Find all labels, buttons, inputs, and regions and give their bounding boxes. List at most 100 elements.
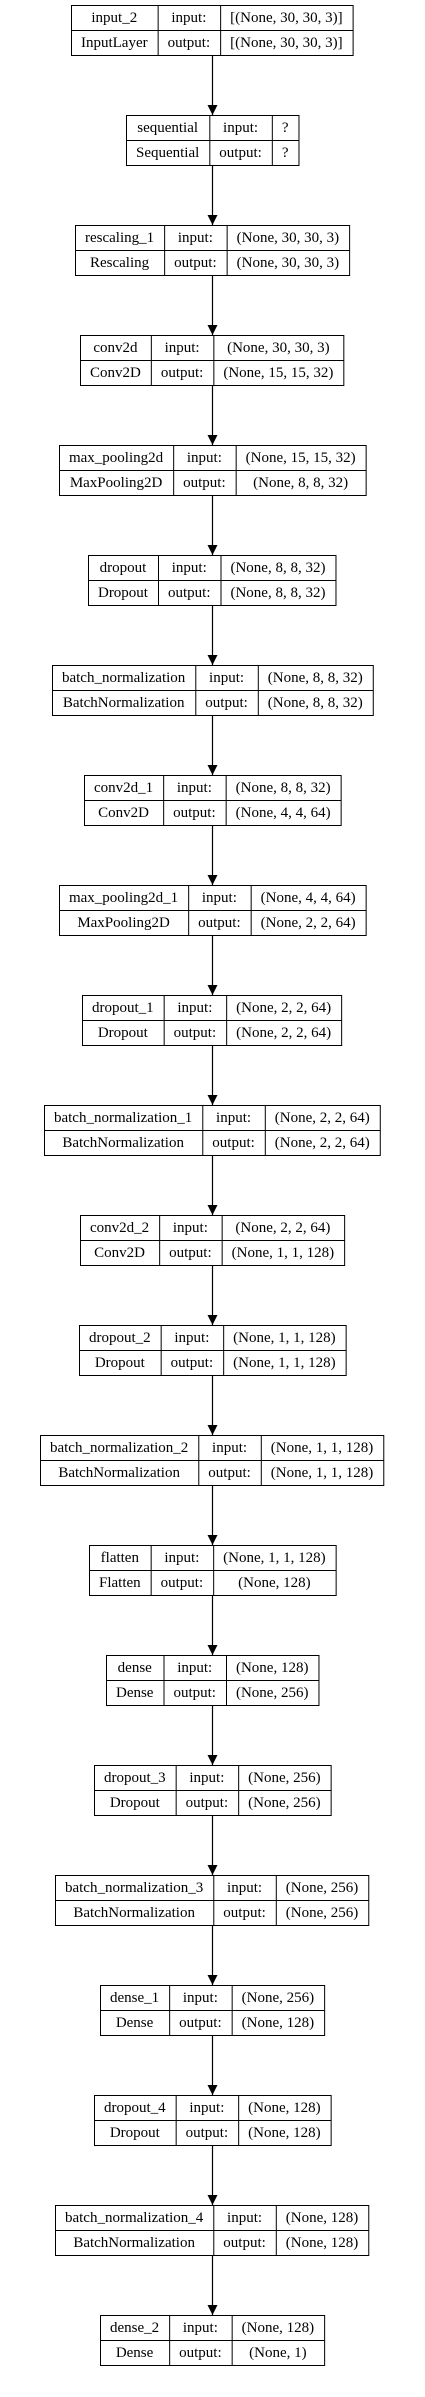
layer-name: batch_normalization_2 — [50, 1440, 188, 1456]
output-shape: (None, 1) — [249, 2345, 306, 2361]
input-label: input: — [164, 1550, 199, 1566]
input-shape: (None, 30, 30, 3) — [237, 230, 339, 246]
layer-node-batch_normalization_2: batch_normalization_2BatchNormalizationi… — [40, 1435, 385, 1486]
layer-node-rescaling_1: rescaling_1Rescalinginput:output:(None, … — [75, 225, 351, 276]
input-shape: ? — [282, 120, 289, 136]
output-label: output: — [186, 1795, 229, 1811]
layer-name: rescaling_1 — [85, 230, 154, 246]
input-shape: (None, 8, 8, 32) — [236, 780, 331, 796]
output-shape: (None, 2, 2, 64) — [236, 1025, 331, 1041]
output-shape: ? — [282, 145, 289, 161]
output-shape: (None, 256) — [286, 1905, 358, 1921]
layer-name: dense — [118, 1660, 152, 1676]
input-shape: [(None, 30, 30, 3)] — [230, 10, 342, 26]
layer-name: conv2d_1 — [94, 780, 153, 796]
input-shape: (None, 256) — [248, 1770, 320, 1786]
layer-name: batch_normalization_1 — [54, 1110, 192, 1126]
layer-name: conv2d — [93, 340, 138, 356]
input-label: input: — [227, 1880, 262, 1896]
layer-name: dropout_2 — [89, 1330, 151, 1346]
layer-name: batch_normalization — [62, 670, 186, 686]
layer-name: dense_2 — [110, 2320, 159, 2336]
layer-type: Conv2D — [98, 805, 149, 821]
input-shape: (None, 128) — [242, 2320, 314, 2336]
input-label: input: — [212, 1440, 247, 1456]
output-label: output: — [212, 1135, 255, 1151]
layer-type: Dropout — [98, 1025, 149, 1041]
output-label: output: — [198, 915, 241, 931]
input-label: input: — [209, 670, 244, 686]
output-label: output: — [223, 2235, 266, 2251]
output-label: output: — [171, 1355, 214, 1371]
input-label: input: — [171, 10, 206, 26]
layer-type: Dense — [116, 1685, 154, 1701]
output-label: output: — [205, 695, 248, 711]
output-label: output: — [186, 2125, 229, 2141]
layer-type: MaxPooling2D — [70, 475, 163, 491]
output-shape: (None, 8, 8, 32) — [230, 585, 325, 601]
output-shape: [(None, 30, 30, 3)] — [230, 35, 342, 51]
layer-type: Conv2D — [90, 365, 141, 381]
input-label: input: — [189, 2100, 224, 2116]
layer-type: BatchNormalization — [73, 1905, 195, 1921]
input-label: input: — [165, 340, 200, 356]
layer-name: sequential — [137, 120, 198, 136]
output-shape: (None, 128) — [242, 2015, 314, 2031]
layer-type: Rescaling — [90, 255, 150, 271]
layer-type: Dense — [116, 2345, 154, 2361]
input-shape: (None, 128) — [286, 2210, 358, 2226]
output-shape: (None, 256) — [236, 1685, 308, 1701]
layer-name: dropout_1 — [92, 1000, 154, 1016]
layer-type: Dense — [116, 2015, 154, 2031]
output-label: output: — [179, 2345, 222, 2361]
layer-type: Dropout — [98, 585, 149, 601]
layer-name: dropout_4 — [104, 2100, 166, 2116]
input-label: input: — [173, 1220, 208, 1236]
layer-node-batch_normalization_1: batch_normalization_1BatchNormalizationi… — [44, 1105, 381, 1156]
input-label: input: — [177, 1660, 212, 1676]
input-shape: (None, 15, 15, 32) — [246, 450, 356, 466]
layer-node-batch_normalization: batch_normalizationBatchNormalizationinp… — [52, 665, 374, 716]
output-label: output: — [161, 1575, 204, 1591]
layer-type: Conv2D — [94, 1245, 145, 1261]
layer-type: Dropout — [110, 1795, 161, 1811]
input-label: input: — [187, 450, 222, 466]
output-label: output: — [208, 1465, 251, 1481]
layer-type: Flatten — [99, 1575, 141, 1591]
output-shape: (None, 256) — [248, 1795, 320, 1811]
output-shape: (None, 2, 2, 64) — [261, 915, 356, 931]
output-shape: (None, 1, 1, 128) — [271, 1465, 373, 1481]
output-label: output: — [169, 1245, 212, 1261]
input-shape: (None, 8, 8, 32) — [230, 560, 325, 576]
input-label: input: — [177, 780, 212, 796]
input-shape: (None, 2, 2, 64) — [236, 1000, 331, 1016]
output-label: output: — [223, 1905, 266, 1921]
layer-node-max_pooling2d_1: max_pooling2d_1MaxPooling2Dinput:output:… — [59, 885, 367, 936]
input-label: input: — [227, 2210, 262, 2226]
layer-name: batch_normalization_4 — [65, 2210, 204, 2226]
output-shape: (None, 1, 1, 128) — [233, 1355, 335, 1371]
input-label: input: — [177, 1000, 212, 1016]
input-shape: (None, 128) — [236, 1660, 308, 1676]
output-shape: (None, 8, 8, 32) — [253, 475, 348, 491]
output-shape: (None, 128) — [286, 2235, 358, 2251]
input-label: input: — [178, 230, 213, 246]
input-shape: (None, 1, 1, 128) — [271, 1440, 373, 1456]
output-shape: (None, 15, 15, 32) — [223, 365, 333, 381]
layer-name: conv2d_2 — [90, 1220, 149, 1236]
layer-name: max_pooling2d_1 — [69, 890, 178, 906]
input-shape: (None, 4, 4, 64) — [261, 890, 356, 906]
input-label: input: — [183, 1990, 218, 2006]
output-label: output: — [173, 1685, 216, 1701]
input-shape: (None, 2, 2, 64) — [235, 1220, 330, 1236]
layer-type: Sequential — [136, 145, 199, 161]
